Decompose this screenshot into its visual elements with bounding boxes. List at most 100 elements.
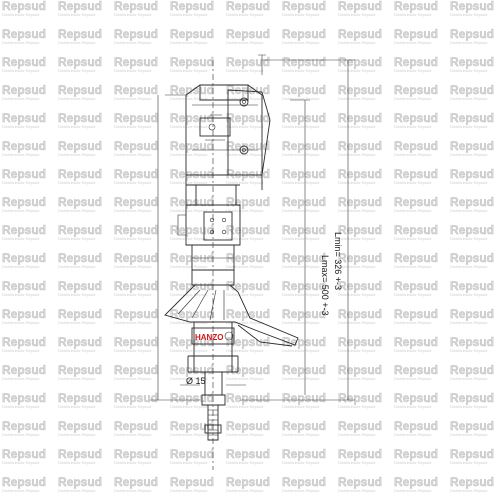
watermark-text: Repsud <box>170 475 214 489</box>
watermark-text: Repsud <box>2 391 46 405</box>
watermark-subtext: Distribuidora Repsud <box>282 404 319 409</box>
watermark-subtext: Distribuidora Repsud <box>450 68 487 73</box>
watermark-text: Repsud <box>58 0 102 13</box>
watermark-text: Repsud <box>170 55 214 69</box>
watermark-subtext: Distribuidora Repsud <box>114 404 151 409</box>
watermark-subtext: Distribuidora Repsud <box>2 96 39 101</box>
watermark-subtext: Distribuidora Repsud <box>170 376 207 381</box>
watermark-subtext: Distribuidora Repsud <box>450 96 487 101</box>
watermark-text: Repsud <box>394 447 438 461</box>
watermark-text: Repsud <box>450 195 494 209</box>
watermark-subtext: Distribuidora Repsud <box>338 180 375 185</box>
watermark-subtext: Distribuidora Repsud <box>338 236 375 241</box>
watermark-subtext: Distribuidora Repsud <box>58 124 95 129</box>
watermark-subtext: Distribuidora Repsud <box>58 376 95 381</box>
watermark-text: Repsud <box>450 391 494 405</box>
watermark-subtext: Distribuidora Repsud <box>338 292 375 297</box>
watermark-text: Repsud <box>226 251 270 265</box>
watermark-text: Repsud <box>58 167 102 181</box>
watermark-text: Repsud <box>58 419 102 433</box>
watermark-text: Repsud <box>2 0 46 13</box>
watermark-text: Repsud <box>2 223 46 237</box>
watermark-text: Repsud <box>282 139 326 153</box>
watermark-subtext: Distribuidora Repsud <box>338 404 375 409</box>
watermark-text: Repsud <box>226 223 270 237</box>
watermark-text: Repsud <box>114 335 158 349</box>
watermark-text: Repsud <box>170 27 214 41</box>
watermark-subtext: Distribuidora Repsud <box>282 348 319 353</box>
strut-top-bracket <box>185 84 271 205</box>
watermark-text: Repsud <box>58 447 102 461</box>
watermark-subtext: Distribuidora Repsud <box>394 404 431 409</box>
watermark-subtext: Distribuidora Repsud <box>338 432 375 437</box>
watermark-text: Repsud <box>170 83 214 97</box>
watermark-subtext: Distribuidora Repsud <box>282 12 319 17</box>
watermark-subtext: Distribuidora Repsud <box>226 124 263 129</box>
watermark-subtext: Distribuidora Repsud <box>170 124 207 129</box>
watermark-text: Repsud <box>170 307 214 321</box>
watermark-text: Repsud <box>226 111 270 125</box>
watermark-subtext: Distribuidora Repsud <box>338 152 375 157</box>
watermark-subtext: Distribuidora Repsud <box>450 264 487 269</box>
watermark-subtext: Distribuidora Repsud <box>282 96 319 101</box>
watermark-subtext: Distribuidora Repsud <box>282 40 319 45</box>
watermark-text: Repsud <box>450 335 494 349</box>
watermark-subtext: Distribuidora Repsud <box>450 40 487 45</box>
watermark-subtext: Distribuidora Repsud <box>58 12 95 17</box>
watermark-subtext: Distribuidora Repsud <box>2 180 39 185</box>
watermark-subtext: Distribuidora Repsud <box>114 180 151 185</box>
watermark-subtext: Distribuidora Repsud <box>114 236 151 241</box>
watermark-subtext: Distribuidora Repsud <box>450 12 487 17</box>
watermark-subtext: Distribuidora Repsud <box>338 488 375 493</box>
watermark-text: Repsud <box>450 251 494 265</box>
watermark-subtext: Distribuidora Repsud <box>170 348 207 353</box>
watermark-text: Repsud <box>394 419 438 433</box>
watermark-subtext: Distribuidora Repsud <box>170 264 207 269</box>
watermark-text: Repsud <box>170 0 214 13</box>
watermark-subtext: Distribuidora Repsud <box>338 264 375 269</box>
watermark-text: Repsud <box>114 447 158 461</box>
watermark-text: Repsud <box>282 195 326 209</box>
watermark-subtext: Distribuidora Repsud <box>394 488 431 493</box>
watermark-text: Repsud <box>282 27 326 41</box>
watermark-subtext: Distribuidora Repsud <box>170 404 207 409</box>
watermark-subtext: Distribuidora Repsud <box>114 96 151 101</box>
watermark-text: Repsud <box>394 307 438 321</box>
watermark-subtext: Distribuidora Repsud <box>114 12 151 17</box>
watermark-subtext: Distribuidora Repsud <box>170 236 207 241</box>
watermark-text: Repsud <box>226 195 270 209</box>
watermark-text: Repsud <box>58 55 102 69</box>
watermark-text: Repsud <box>338 167 382 181</box>
watermark-subtext: Distribuidora Repsud <box>58 68 95 73</box>
watermark-text: Repsud <box>170 391 214 405</box>
watermark-text: Repsud <box>394 279 438 293</box>
watermark-subtext: Distribuidora Repsud <box>282 320 319 325</box>
watermark-text: Repsud <box>2 251 46 265</box>
watermark-subtext: Distribuidora Repsud <box>58 40 95 45</box>
watermark-subtext: Distribuidora Repsud <box>338 40 375 45</box>
watermark-text: Repsud <box>58 307 102 321</box>
watermark-text: Repsud <box>114 167 158 181</box>
watermark-text: Repsud <box>226 419 270 433</box>
watermark-text: Repsud <box>394 27 438 41</box>
watermark-text: Repsud <box>282 55 326 69</box>
watermark-text: Repsud <box>114 475 158 489</box>
watermark-text: Repsud <box>450 27 494 41</box>
watermark-text: Repsud <box>226 55 270 69</box>
watermark-text: Repsud <box>58 279 102 293</box>
watermark-subtext: Distribuidora Repsud <box>170 180 207 185</box>
watermark-subtext: Distribuidora Repsud <box>58 348 95 353</box>
watermark-subtext: Distribuidora Repsud <box>450 292 487 297</box>
watermark-text: Repsud <box>2 307 46 321</box>
watermark-subtext: Distribuidora Repsud <box>226 320 263 325</box>
watermark-subtext: Distribuidora Repsud <box>226 236 263 241</box>
watermark-text: Repsud <box>450 0 494 13</box>
watermark-text: Repsud <box>2 139 46 153</box>
watermark-subtext: Distribuidora Repsud <box>282 488 319 493</box>
watermark-text: Repsud <box>226 167 270 181</box>
watermark-subtext: Distribuidora Repsud <box>394 292 431 297</box>
watermark-text: Repsud <box>394 251 438 265</box>
watermark-subtext: Distribuidora Repsud <box>114 292 151 297</box>
watermark-text: Repsud <box>450 475 494 489</box>
watermark-subtext: Distribuidora Repsud <box>450 236 487 241</box>
